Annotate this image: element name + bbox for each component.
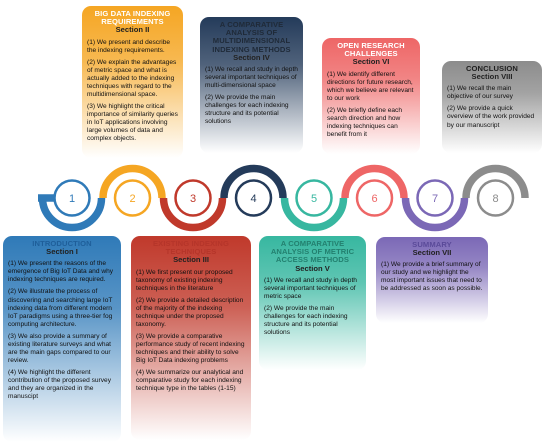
wave-arc [341,164,408,199]
wave-arc [401,197,469,232]
wave-arc [462,164,529,199]
step-circle [416,179,454,217]
card-title: A COMPARATIVE ANALYSIS OF MULTIDIMENSION… [212,20,291,54]
card-section: Section VIII [471,72,513,82]
step-circle [174,179,212,217]
card-item: (3) We provide a comparative performance… [136,332,245,364]
card-section: Section VII [412,248,452,258]
step-number: 2 [129,193,135,205]
card-title: CONCLUSION [465,64,519,73]
card-title: EXISTING INDEXING TECHNIQUES [153,239,229,257]
card-item: (2) We provide a quick overview of the w… [447,105,535,129]
card-multidimensional-indexing: A COMPARATIVE ANALYSIS OF MULTIDIMENSION… [200,17,303,153]
card-item: (1) We recall and study in depth several… [264,276,357,300]
wave-arc [38,197,106,232]
card-title: A COMPARATIVE ANALYSIS OF METRIC ACCESS … [270,239,355,265]
wave-arc [220,164,287,199]
wave-arc [280,197,348,232]
step-number: 4 [250,193,256,205]
step-number: 7 [432,193,438,205]
card-conclusion: CONCLUSION Section VIII (1) We recall th… [442,61,542,153]
card-open-research-challenges: OPEN RESEARCH CHALLENGES Section VI (1) … [322,38,420,154]
card-item: (2) We provide the main challenges for e… [264,304,348,336]
card-summary: SUMMARY Section VII (1) We provide a bri… [376,237,488,323]
card-item: (1) We provide a brief summary of our st… [381,261,483,293]
card-section: Section II [115,25,150,35]
step-number: 6 [371,193,377,205]
card-title: INTRODUCTION [32,239,92,248]
step-circle [355,179,394,217]
card-item: (2) We illustrate the process of discove… [8,288,113,328]
card-section: Section IV [233,52,270,62]
step-circle [113,179,152,217]
card-item: (2) We provide a detailed description of… [136,296,244,328]
card-item: (3) We also provide a summary of existin… [8,332,111,364]
card-big-data-indexing-requirements: BIG DATA INDEXING REQUIREMENTS Section I… [82,6,183,158]
card-item: (1) We identify different directions for… [327,70,414,102]
step-circle [234,179,273,217]
step-circle [53,179,91,217]
card-item: (2) We explain the advantages of metric … [87,58,177,98]
step-number: 1 [69,193,75,205]
card-existing-indexing-techniques: EXISTING INDEXING TECHNIQUES Section III… [131,236,251,440]
card-metric-access-methods: A COMPARATIVE ANALYSIS OF METRIC ACCESS … [259,236,366,370]
card-section: Section VI [352,57,390,67]
card-item: (1) We first present our proposed taxono… [136,268,233,292]
card-item: (2) We briefly define each search direct… [327,106,403,138]
wave-arc [99,164,166,199]
wave-arc [159,197,227,232]
card-section: Section I [46,247,78,257]
card-item: (1) We present the reasons of the emerge… [8,260,114,284]
card-title: OPEN RESEARCH CHALLENGES [337,41,405,59]
card-item: (4) We summarize our analytical and comp… [136,368,244,392]
card-title: SUMMARY [412,240,452,249]
card-item: (1) We recall and study in depth several… [205,65,298,89]
step-number: 3 [190,193,196,205]
card-item: (1) We recall the main objective of our … [447,85,513,101]
step-circle [476,179,515,217]
step-circle [295,179,333,217]
card-section: Section III [173,255,209,265]
card-section: Section V [295,263,330,273]
step-number: 8 [492,193,498,205]
card-title: BIG DATA INDEXING REQUIREMENTS [94,9,171,27]
card-item: (2) We provide the main challenges for e… [205,94,289,126]
step-number: 5 [311,193,317,205]
card-item: (1) We present and describe the indexing… [87,38,171,54]
card-item: (3) We highlight the critical importance… [87,102,178,142]
card-introduction: INTRODUCTION Section I (1) We present th… [3,236,121,442]
card-item: (4) We highlight the different contribut… [8,368,111,400]
